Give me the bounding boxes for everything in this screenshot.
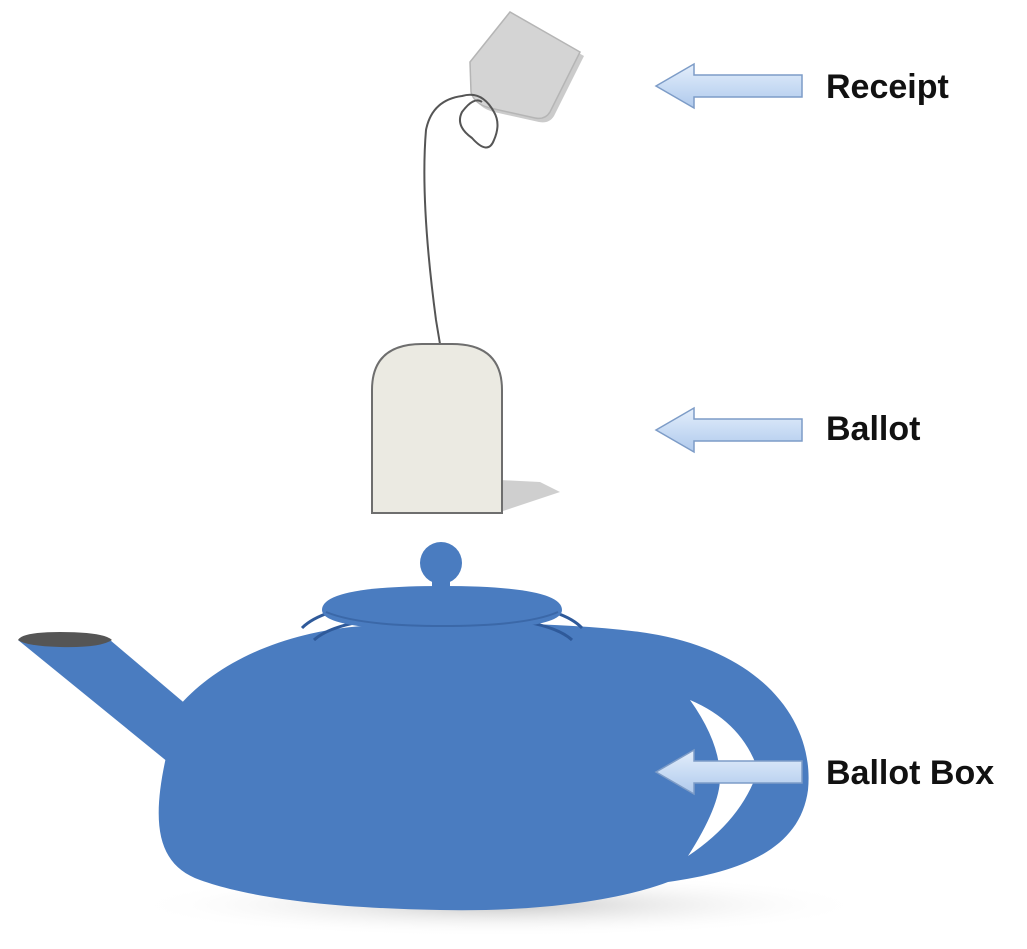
receipt-arrow-icon [656,64,802,108]
receipt-label: Receipt [826,70,949,104]
ballot-box-label: Ballot Box [826,756,994,790]
receipt-tag-icon [470,12,584,122]
ballot-bag-icon [372,344,502,513]
ballot-arrow-icon [656,408,802,452]
tea-bag-string [424,95,497,344]
ballot-label: Ballot [826,412,920,446]
ballot-shadow [500,480,560,512]
ballot-box-teapot-icon [18,542,809,910]
